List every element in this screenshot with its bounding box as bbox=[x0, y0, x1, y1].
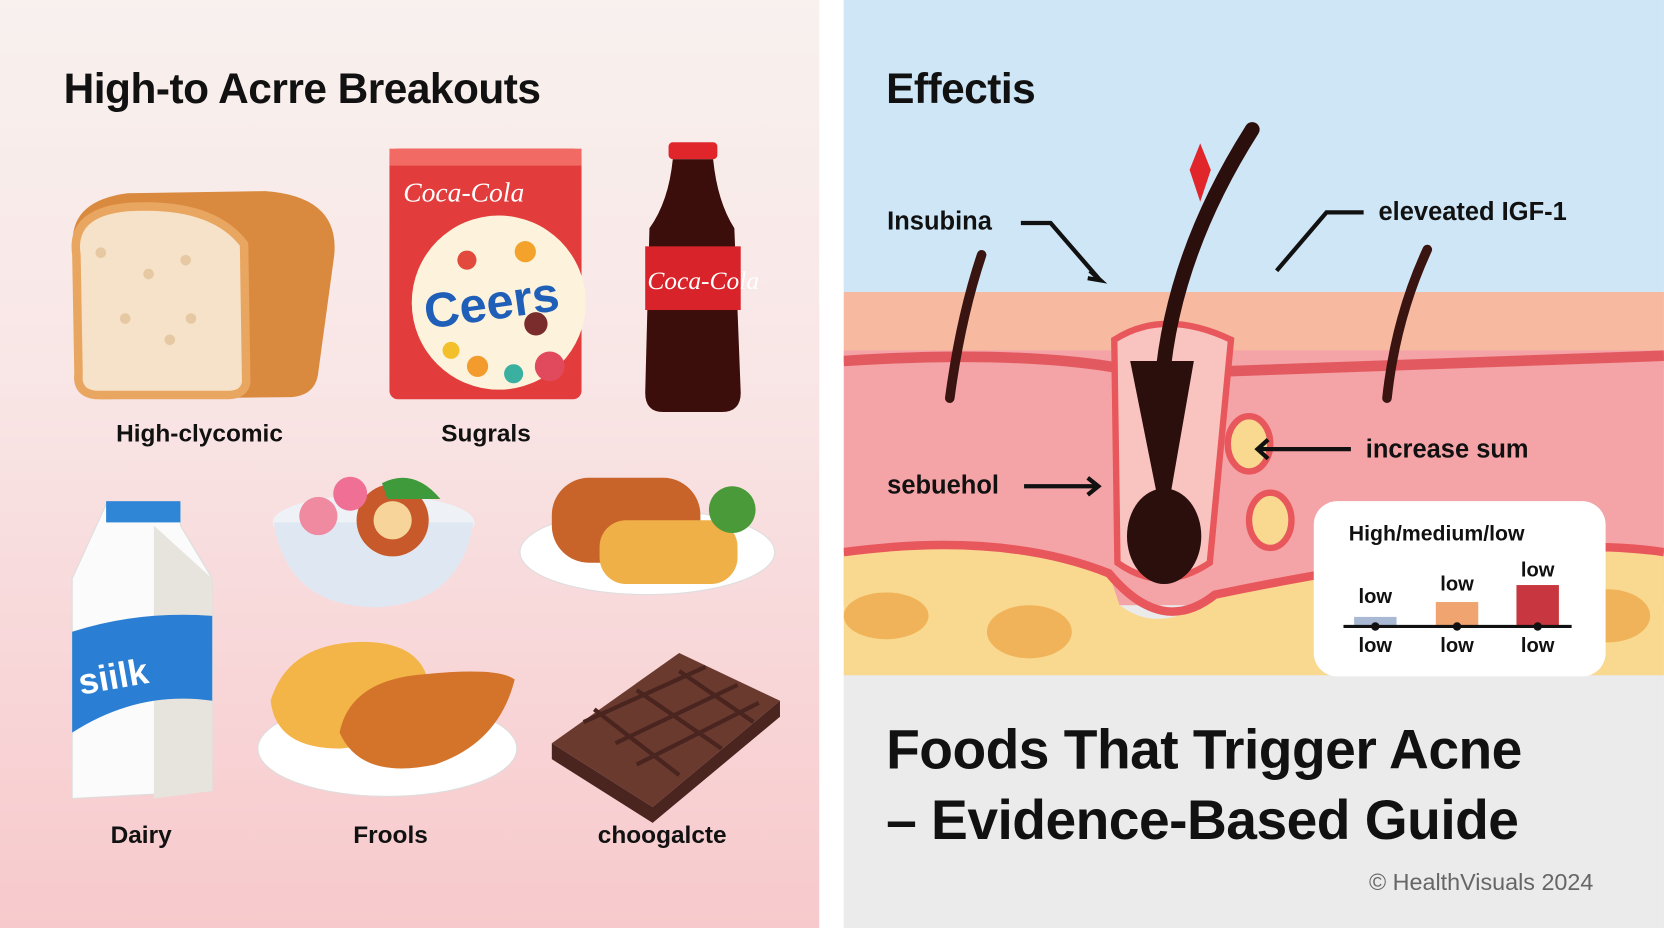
food-label-fried: Frools bbox=[353, 820, 428, 849]
food-label-high-glycemic: High-clycomic bbox=[116, 419, 283, 448]
legend-bar-3-top-label: low bbox=[1520, 559, 1555, 582]
food-label-dairy: Dairy bbox=[110, 820, 172, 849]
legend-bar-1 bbox=[1354, 616, 1397, 626]
copyright: © HealthVisuals 2024 bbox=[1368, 868, 1594, 896]
annotation-sebuehol: sebuehol bbox=[887, 471, 999, 501]
annotation-sebum: increase sum bbox=[1365, 435, 1529, 465]
cereal-box-icon: Coca-Cola Ceers bbox=[389, 148, 586, 400]
legend-bar-1-bottom-label: low bbox=[1358, 634, 1393, 658]
bread-icon bbox=[71, 191, 335, 400]
annotation-arrows bbox=[1020, 210, 1364, 497]
headline-line-2: – Evidence-Based Guide bbox=[886, 789, 1519, 852]
legend-title: High/medium/low bbox=[1348, 522, 1525, 546]
legend-bar-3-bottom-label: low bbox=[1520, 634, 1555, 658]
legend-bar-2-bottom-label: low bbox=[1440, 634, 1474, 658]
left-title: High-to Acrre Breakouts bbox=[63, 65, 541, 113]
cola-bottle-icon: Coca-Cola bbox=[645, 142, 759, 412]
legend-bar-2 bbox=[1435, 602, 1479, 626]
left-panel: Coca-Cola Ceers Coca-Cola siilk bbox=[0, 0, 820, 928]
legend-bar-1-top-label: low bbox=[1358, 586, 1393, 609]
right-panel: Effectis Insubina eleveated IGF-1 increa… bbox=[843, 0, 1664, 928]
right-title: Effectis bbox=[886, 65, 1036, 113]
bowl-food-icon bbox=[272, 476, 475, 608]
legend-bar-3 bbox=[1516, 585, 1559, 626]
chocolate-bar-icon bbox=[551, 653, 780, 823]
food-illustrations: Coca-Cola Ceers Coca-Cola siilk bbox=[71, 142, 780, 823]
plate-food-icon bbox=[519, 477, 776, 596]
food-label-sugars: Sugrals bbox=[441, 419, 531, 448]
svg-text:Coca-Cola: Coca-Cola bbox=[647, 266, 759, 295]
fried-food-icon bbox=[257, 641, 518, 797]
level-legend: High/medium/low low low low low low low bbox=[1313, 501, 1606, 677]
legend-bar-2-top-label: low bbox=[1440, 573, 1474, 596]
annotation-igf1: eleveated IGF-1 bbox=[1378, 197, 1567, 227]
skin-diagram bbox=[843, 0, 1664, 676]
svg-text:Coca-Cola: Coca-Cola bbox=[403, 177, 524, 208]
food-label-chocolate: choogalcte bbox=[597, 820, 727, 849]
headline-line-1: Foods That Trigger Acne bbox=[886, 719, 1522, 782]
legend-bars bbox=[1343, 585, 1572, 631]
annotation-insulin: Insubina bbox=[887, 207, 992, 236]
milk-carton-icon: siilk bbox=[71, 501, 213, 800]
